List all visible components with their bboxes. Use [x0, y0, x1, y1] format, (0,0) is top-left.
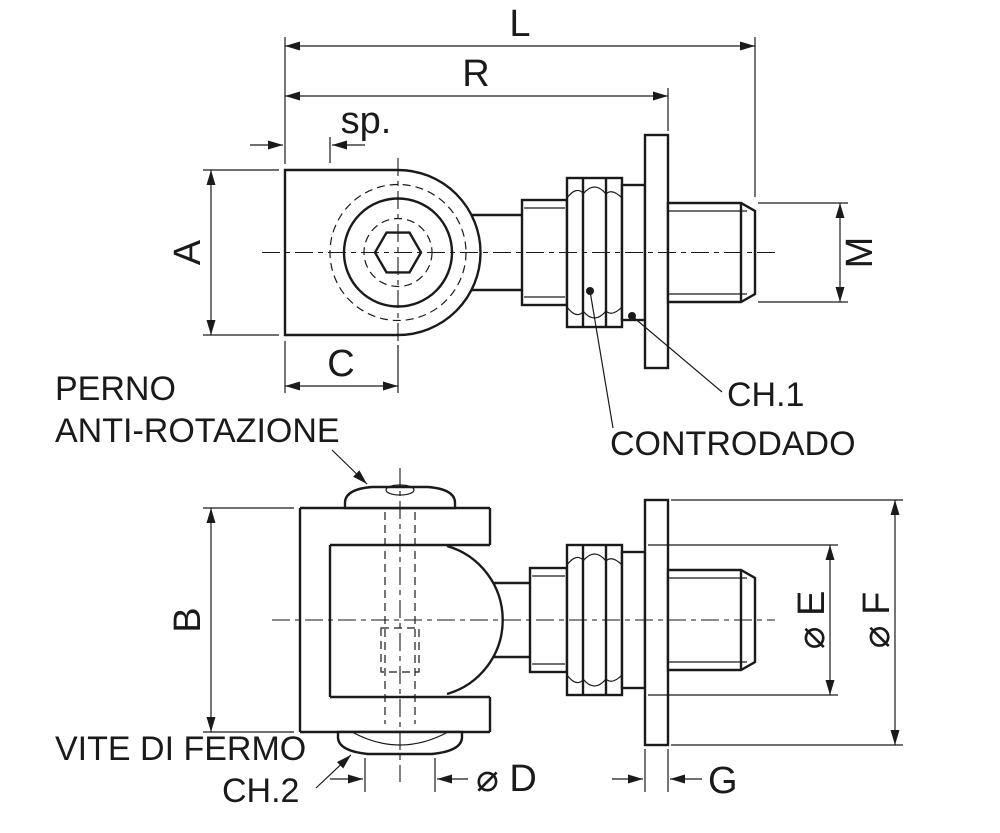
- label-diameter-D: ⌀ D: [476, 758, 537, 800]
- dimension-D: ⌀ D: [330, 758, 537, 800]
- label-ch2: CH.2: [222, 772, 299, 810]
- dimension-G: G: [612, 749, 738, 802]
- label-R: R: [462, 53, 489, 95]
- label-C: C: [327, 343, 354, 385]
- dimension-F: ⌀ F: [671, 499, 903, 746]
- label-sp: sp.: [341, 100, 392, 142]
- bottom-view: B ⌀ E ⌀ F ⌀ D G P: [55, 370, 903, 810]
- dimension-E: ⌀ E: [648, 544, 838, 696]
- dimension-A: A: [167, 169, 279, 336]
- top-view-centerlines: [262, 158, 775, 348]
- label-L: L: [509, 3, 530, 45]
- thread-stub: [666, 201, 757, 304]
- label-ch1: CH.1: [727, 376, 804, 414]
- label-diameter-E: ⌀ E: [791, 591, 833, 650]
- dimension-sp: sp.: [250, 100, 391, 163]
- label-controdado: CONTRODADO: [610, 425, 856, 463]
- callout-set-screw: VITE DI FERMO CH.2: [55, 730, 352, 810]
- callout-ch1: CH.1: [628, 312, 804, 414]
- callout-anti-rotation-pin: PERNO ANTI-ROTAZIONE: [55, 370, 368, 485]
- dimension-L: L: [284, 3, 756, 197]
- dimension-R: R: [285, 53, 669, 131]
- label-perno-line1: PERNO: [55, 370, 176, 408]
- bottom-view-centerlines: [272, 468, 775, 782]
- flange-plate: [643, 133, 670, 370]
- label-G: G: [708, 760, 738, 802]
- label-diameter-F: ⌀ F: [856, 592, 898, 649]
- dimension-M: M: [758, 202, 881, 303]
- label-B: B: [167, 607, 209, 632]
- dimension-C: C: [284, 341, 399, 393]
- top-view: L R sp. A C M: [167, 3, 881, 463]
- label-perno-line2: ANTI-ROTAZIONE: [55, 412, 340, 450]
- callout-controdado: CONTRODADO: [586, 287, 856, 463]
- ball-neck: [471, 213, 522, 292]
- dimension-B: B: [167, 507, 294, 733]
- flange-plate-bottom: [643, 498, 670, 747]
- label-vite-di-fermo: VITE DI FERMO: [55, 730, 306, 768]
- label-M: M: [839, 237, 881, 269]
- label-A: A: [167, 239, 209, 265]
- ball-knuckle: [446, 544, 530, 696]
